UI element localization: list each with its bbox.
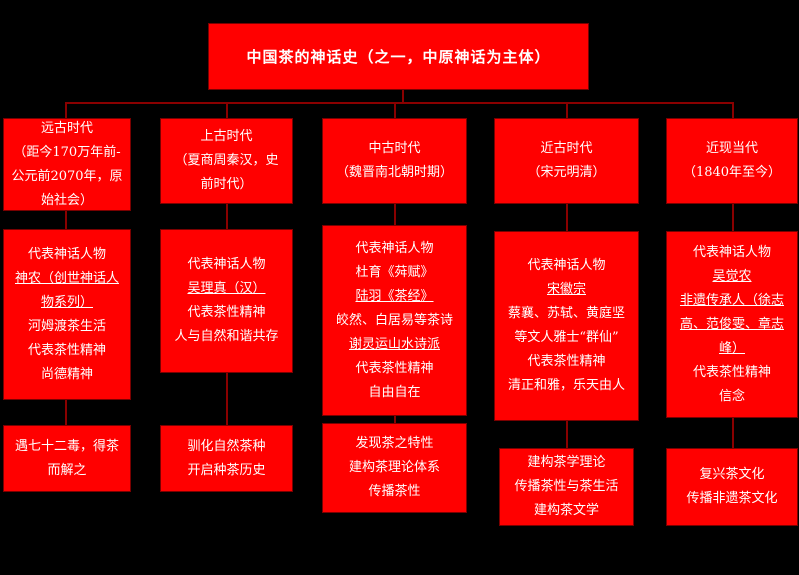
main-line: 峰）	[718, 340, 745, 356]
main-line: 陆羽《茶经》	[355, 288, 434, 304]
era-box-1: 远古时代 （距今170万年前- 公元前2070年，原 始社会）	[3, 118, 131, 211]
connector-bus-col4	[566, 102, 568, 118]
connector-main-bottom-col3	[394, 416, 396, 423]
main-line: 自由自在	[368, 384, 421, 400]
main-line: 代表神话人物	[27, 246, 106, 262]
era-line: （魏晋南北朝时期）	[335, 165, 453, 180]
connector-main-bottom-col1	[65, 400, 67, 425]
era-line: 中古时代	[368, 141, 421, 156]
bottom-box-1: 遇七十二毒，得茶 而解之	[3, 425, 131, 492]
bottom-line: 而解之	[47, 462, 87, 478]
main-line: 吴觉农	[712, 268, 752, 284]
bottom-line: 复兴茶文化	[699, 467, 765, 482]
main-line: 代表茶性精神	[355, 360, 434, 376]
bottom-box-4: 建构茶学理论 传播茶性与茶生活 建构茶文学	[499, 448, 634, 526]
main-line: 高、范俊雯、章志	[679, 316, 784, 332]
main-line: 等文人雅士“群仙”	[514, 330, 619, 345]
connector-title-down	[402, 90, 404, 103]
main-line: 神农（创世神话人	[14, 270, 119, 286]
main-line: 代表茶性精神	[527, 354, 606, 369]
connector-era-main-col4	[566, 204, 568, 231]
main-box-4: 代表神话人物 宋徽宗 蔡襄、苏轼、黄庭坚 等文人雅士“群仙” 代表茶性精神 清正…	[494, 231, 639, 421]
diagram-title-text: 中国茶的神话史（之一，中原神话为主体）	[246, 47, 551, 66]
main-line: 宋徽宗	[546, 282, 586, 297]
connector-era-main-col5	[732, 204, 734, 231]
era-line: （宋元明清）	[527, 165, 606, 180]
bottom-line: 驯化自然茶种	[187, 438, 266, 454]
main-line: 代表神话人物	[355, 240, 434, 256]
era-box-4: 近古时代 （宋元明清）	[494, 118, 639, 204]
main-line: 物系列）	[40, 294, 93, 310]
main-line: 蔡襄、苏轼、黄庭坚	[507, 306, 625, 321]
diagram-title: 中国茶的神话史（之一，中原神话为主体）	[208, 23, 589, 90]
era-line: 上古时代	[200, 129, 253, 144]
era-line: 始社会）	[40, 192, 93, 208]
era-line: 近现当代	[705, 141, 758, 156]
bottom-line: 传播非遗茶文化	[686, 491, 778, 506]
connector-bus-col1	[65, 102, 67, 118]
main-box-1: 代表神话人物 神农（创世神话人 物系列） 河姆渡茶生活 代表茶性精神 尚德精神	[3, 229, 131, 400]
era-box-5: 近现当代 （1840年至今）	[666, 118, 798, 204]
main-box-2: 代表神话人物 吴理真（汉） 代表茶性精神 人与自然和谐共存	[160, 229, 293, 373]
era-line: 公元前2070年，原	[11, 168, 123, 184]
main-line: 杜育《荈赋》	[355, 264, 434, 280]
bottom-box-2: 驯化自然茶种 开启种茶历史	[160, 425, 293, 492]
main-line: 代表神话人物	[692, 244, 771, 260]
bottom-line: 传播茶性与茶生活	[514, 479, 619, 494]
bottom-line: 建构茶学理论	[527, 455, 606, 470]
era-line: （夏商周秦汉，史	[174, 153, 279, 168]
era-line: 前时代）	[200, 177, 253, 192]
main-line: 代表茶性精神	[187, 305, 266, 320]
bottom-box-3: 发现茶之特性 建构茶理论体系 传播茶性	[322, 423, 467, 513]
connector-bus-col5	[732, 102, 734, 118]
connector-horizontal-bus	[65, 102, 734, 104]
bottom-line: 发现茶之特性	[355, 436, 434, 451]
era-line: （距今170万年前-	[13, 144, 121, 160]
connector-era-main-col3	[394, 204, 396, 225]
connector-bus-col3	[394, 102, 396, 118]
bottom-line: 开启种茶历史	[187, 462, 266, 478]
era-box-3: 中古时代 （魏晋南北朝时期）	[322, 118, 467, 204]
main-line: 吴理真（汉）	[187, 281, 266, 296]
connector-era-main-col2	[226, 204, 228, 229]
main-line: 非遗传承人（徐志	[679, 292, 784, 308]
bottom-line: 传播茶性	[368, 484, 421, 499]
bottom-line: 遇七十二毒，得茶	[14, 438, 119, 454]
bottom-line: 建构茶理论体系	[348, 460, 440, 475]
main-line: 河姆渡茶生活	[27, 318, 106, 334]
connector-main-bottom-col2	[226, 373, 228, 425]
main-line: 人与自然和谐共存	[174, 329, 279, 344]
main-line: 信念	[718, 388, 745, 404]
main-box-5: 代表神话人物 吴觉农 非遗传承人（徐志 高、范俊雯、章志 峰） 代表茶性精神 信…	[666, 231, 798, 418]
main-line: 代表神话人物	[187, 257, 266, 272]
main-line: 谢灵运山水诗派	[348, 336, 440, 352]
era-box-2: 上古时代 （夏商周秦汉，史 前时代）	[160, 118, 293, 204]
connector-main-bottom-col5	[732, 418, 734, 448]
connector-era-main-col1	[65, 211, 67, 229]
connector-bus-col2	[226, 102, 228, 118]
connector-main-bottom-col4	[566, 421, 568, 448]
main-line: 尚德精神	[40, 366, 93, 382]
main-box-3: 代表神话人物 杜育《荈赋》 陆羽《茶经》 皎然、白居易等茶诗 谢灵运山水诗派 代…	[322, 225, 467, 416]
era-line: 近古时代	[540, 141, 593, 156]
main-line: 代表茶性精神	[692, 364, 771, 380]
era-line: 远古时代	[40, 120, 93, 136]
main-line: 清正和雅，乐天由人	[507, 378, 625, 393]
main-line: 代表茶性精神	[27, 342, 106, 358]
bottom-line: 建构茶文学	[533, 503, 599, 518]
main-line: 皎然、白居易等茶诗	[335, 312, 453, 328]
era-line: （1840年至今）	[682, 165, 782, 180]
bottom-box-5: 复兴茶文化 传播非遗茶文化	[666, 448, 798, 526]
main-line: 代表神话人物	[527, 258, 606, 273]
